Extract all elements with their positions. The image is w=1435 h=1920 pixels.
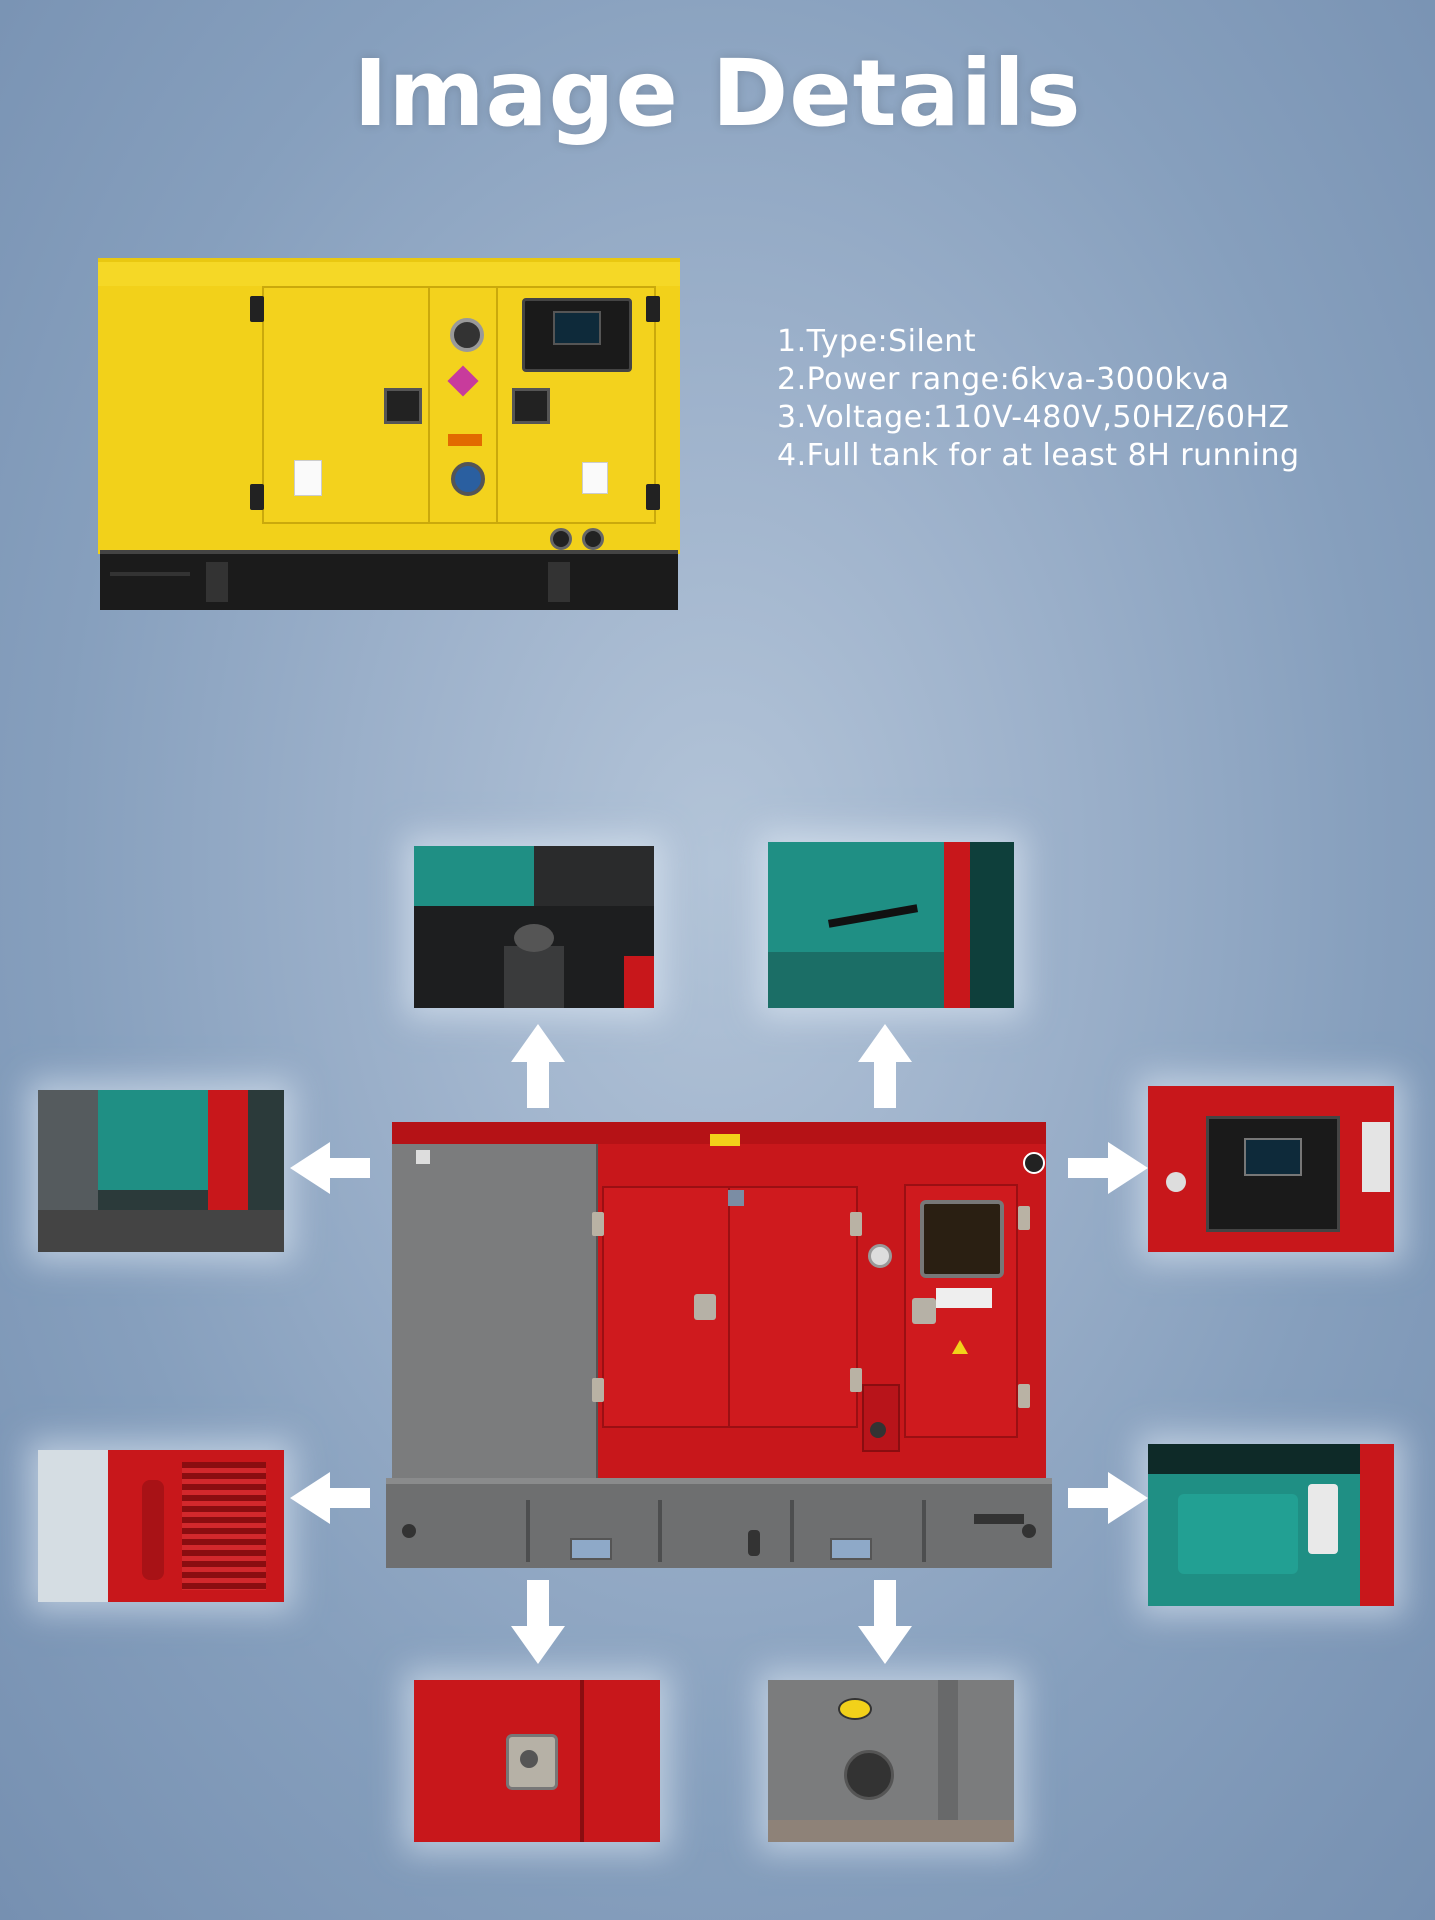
arrow-left-icon: [290, 1472, 370, 1524]
red-generator-image: [386, 1122, 1052, 1568]
detail-photo-open-door: [38, 1090, 284, 1252]
spec-power-range: 2.Power range:6kva-3000kva: [777, 362, 1230, 397]
arrow-right-icon: [1068, 1472, 1148, 1524]
arrow-down-icon: [511, 1580, 565, 1664]
detail-photo-fuel-cap: [768, 1680, 1014, 1842]
arrow-left-icon: [290, 1142, 370, 1194]
detail-photo-engine-cables: [768, 842, 1014, 1008]
spec-fuel-runtime: 4.Full tank for at least 8H running: [777, 438, 1300, 473]
detail-photo-door-latch: [414, 1680, 660, 1842]
detail-photo-engine-mount: [414, 846, 654, 1008]
arrow-down-icon: [858, 1580, 912, 1664]
spec-list: 1.Type:Silent 2.Power range:6kva-3000kva…: [777, 323, 1300, 475]
detail-photo-side-vent: [38, 1450, 284, 1602]
arrow-up-icon: [511, 1024, 565, 1108]
spec-type: 1.Type:Silent: [777, 324, 977, 359]
detail-photo-engine-block: [1148, 1444, 1394, 1606]
spec-voltage: 3.Voltage:110V-480V,50HZ/60HZ: [777, 400, 1290, 435]
page-title: Image Details: [353, 40, 1082, 147]
detail-photo-control-panel: [1148, 1086, 1394, 1252]
arrow-right-icon: [1068, 1142, 1148, 1194]
arrow-up-icon: [858, 1024, 912, 1108]
yellow-generator-image: [98, 258, 680, 610]
